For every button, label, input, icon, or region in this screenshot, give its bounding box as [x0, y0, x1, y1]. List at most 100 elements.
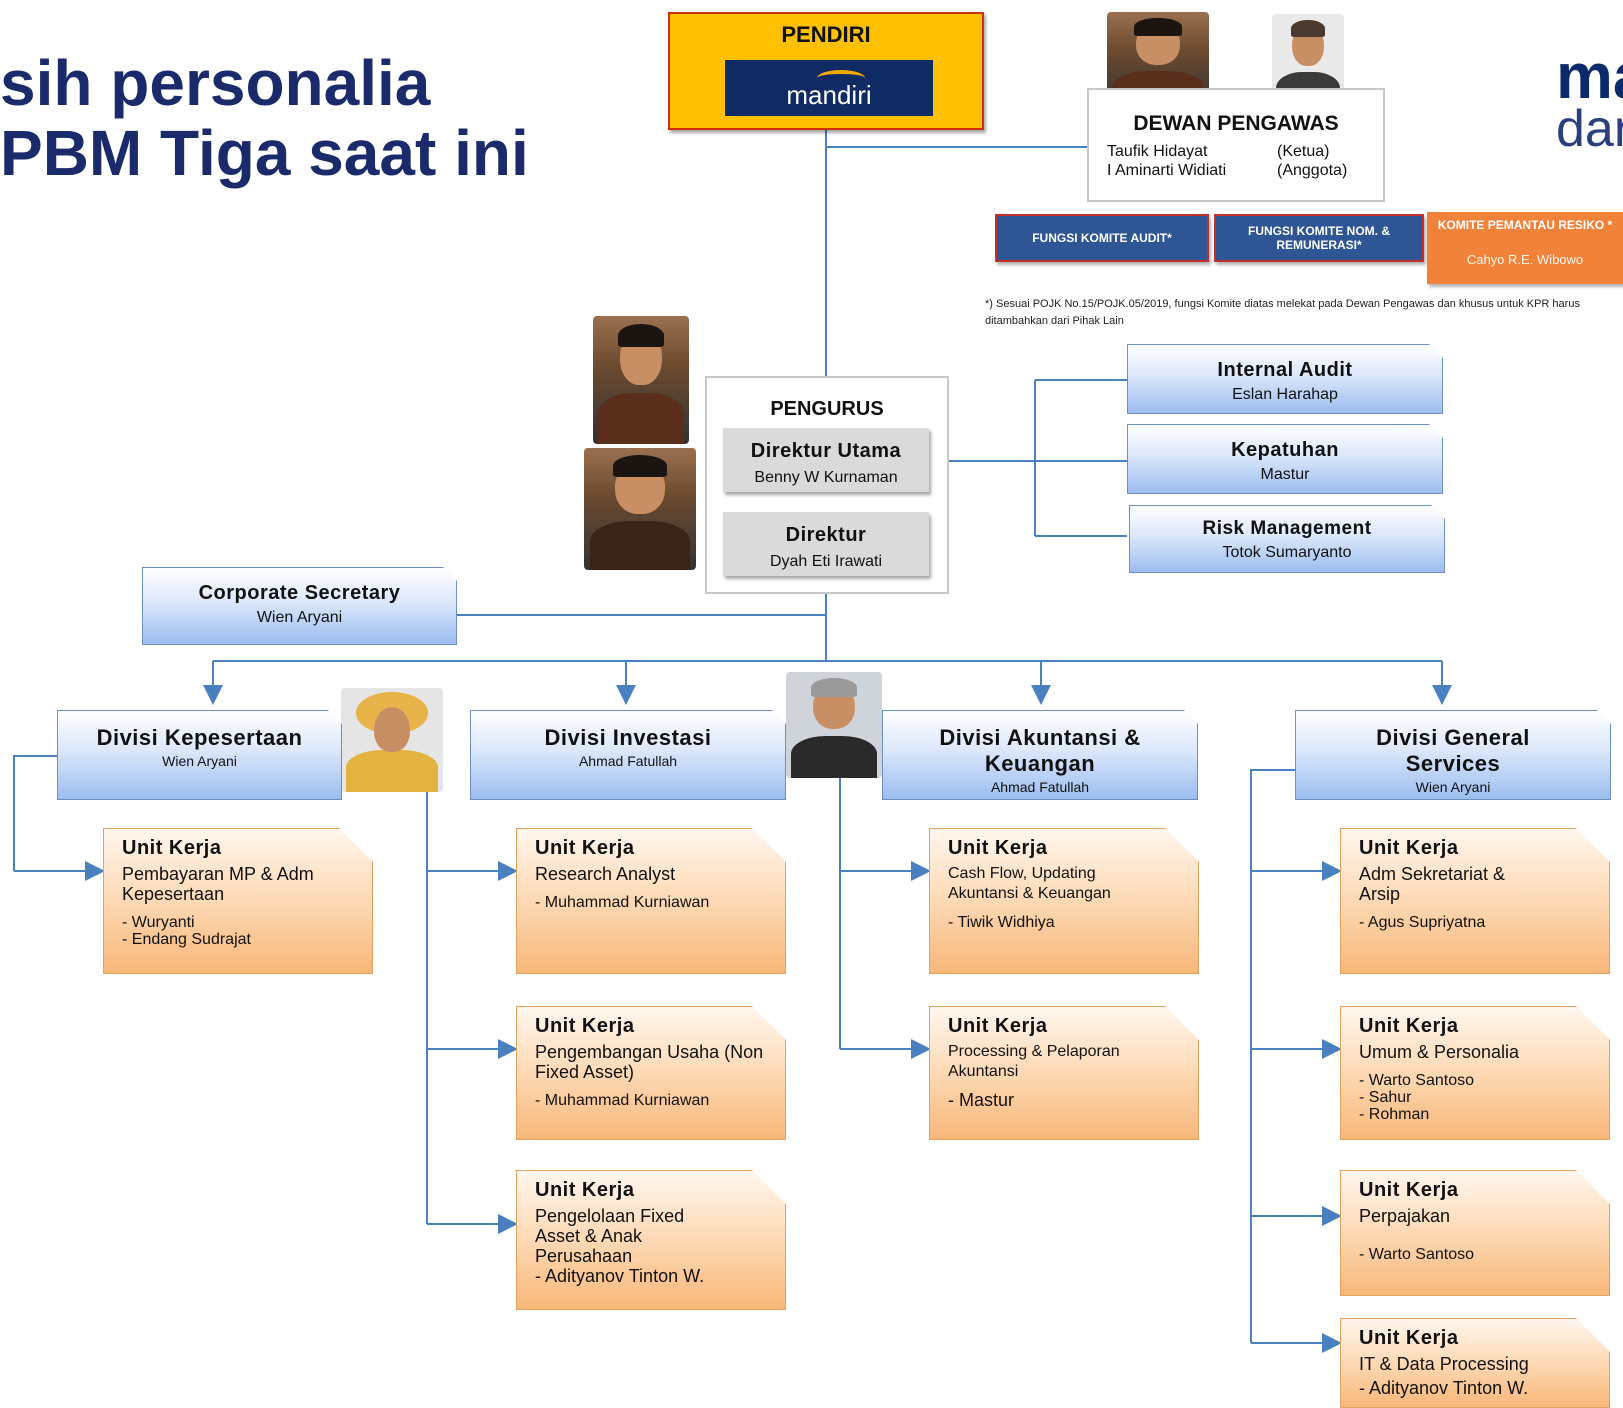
line-kepesertaan-branch: [13, 755, 57, 871]
dewan-member-role: (Anggota): [1277, 162, 1348, 179]
unit-kerja-box: Unit Kerja Research Analyst - Muhammad K…: [516, 828, 786, 974]
page-title-line1: sih personalia: [0, 47, 431, 119]
unit-description: Adm Sekretariat & Arsip: [1359, 864, 1506, 904]
logo-wave-icon: [817, 70, 865, 86]
unit-description: Research Analyst: [535, 864, 676, 884]
staff-title: Internal Audit: [1217, 359, 1353, 381]
unit-label: Unit Kerja: [535, 1179, 635, 1201]
footnote: *) Sesuai POJK No.15/POJK.05/2019, fungs…: [985, 298, 1580, 327]
dewan-pengawas-title: DEWAN PENGAWAS: [1133, 112, 1339, 135]
unit-kerja-box: Unit Kerja Pembayaran MP & Adm Kepeserta…: [103, 828, 373, 974]
unit-person: - Rohman: [1359, 1106, 1430, 1123]
unit-description: Umum & Personalia: [1359, 1042, 1520, 1062]
dewan-member-name: I Aminarti Widiati: [1107, 162, 1227, 179]
unit-description: Perpajakan: [1359, 1206, 1451, 1226]
photo-head-kepesertaan: [341, 688, 443, 792]
page-title-line2: PBM Tiga saat ini: [0, 117, 529, 189]
corner-logo-line1: ma: [1556, 40, 1623, 112]
photo-head-investasi: [786, 672, 882, 778]
unit-person: - Warto Santoso: [1359, 1072, 1475, 1089]
staff-box-internal-audit: Internal Audit Eslan Harahap: [1127, 344, 1443, 414]
unit-label: Unit Kerja: [535, 837, 635, 859]
division-head: Ahmad Fatullah: [578, 753, 678, 769]
division-kepesertaan-box: Divisi Kepesertaan Wien Aryani: [57, 710, 342, 800]
komite-nominasi-box: FUNGSI KOMITE NOM. & REMUNERASI*: [1214, 214, 1424, 262]
unit-label: Unit Kerja: [1359, 837, 1459, 859]
unit-description: Pengembangan Usaha (Non Fixed Asset): [535, 1042, 764, 1082]
line-general-branch: [1250, 769, 1295, 1343]
staff-name: Totok Sumaryanto: [1222, 544, 1352, 561]
unit-description: Cash Flow, Updating Akuntansi & Keuangan: [948, 865, 1111, 902]
komite-pemantau-person: Cahyo R.E. Wibowo: [1466, 252, 1584, 267]
division-head: Wien Aryani: [162, 753, 237, 769]
direktur-role: Direktur Utama: [750, 440, 902, 462]
unit-kerja-box: Unit Kerja Pengembangan Usaha (Non Fixed…: [516, 1006, 786, 1140]
unit-label: Unit Kerja: [122, 837, 222, 859]
direktur-name: Dyah Eti Irawati: [769, 553, 883, 570]
direktur-name: Benny W Kurnaman: [754, 469, 898, 486]
division-head: Ahmad Fatullah: [990, 779, 1090, 795]
unit-person: - Endang Sudrajat: [122, 931, 251, 948]
unit-person: - Wuryanti: [122, 914, 195, 931]
division-title: Divisi Kepesertaan: [96, 725, 303, 750]
unit-label: Unit Kerja: [1359, 1015, 1459, 1037]
corporate-secretary-name: Wien Aryani: [256, 609, 343, 626]
unit-person: - Sahur: [1359, 1089, 1412, 1106]
unit-description: Processing & Pelaporan Akuntansi: [948, 1043, 1120, 1080]
direktur-box: Direktur Dyah Eti Irawati: [723, 512, 929, 576]
corner-logo-line2: dar: [1556, 99, 1623, 158]
staff-title: Kepatuhan: [1231, 439, 1339, 461]
unit-description: Pengelolaan Fixed Asset & Anak Perusahaa…: [535, 1206, 685, 1266]
komite-pemantau-box: KOMITE PEMANTAU RESIKO * Cahyo R.E. Wibo…: [1427, 212, 1623, 284]
mandiri-logo: mandiri: [725, 60, 933, 116]
unit-kerja-box: Unit Kerja Adm Sekretariat & Arsip - Agu…: [1340, 828, 1610, 974]
pengurus-box: PENGURUS Direktur Utama Benny W Kurnaman…: [705, 376, 949, 594]
komite-audit-box: FUNGSI KOMITE AUDIT*: [995, 214, 1209, 262]
komite-nominasi-label: FUNGSI KOMITE NOM. & REMUNERASI*: [1248, 224, 1390, 252]
unit-person: - Warto Santoso: [1359, 1246, 1475, 1263]
unit-person: - Muhammad Kurniawan: [535, 894, 710, 911]
komite-pemantau-label: KOMITE PEMANTAU RESIKO *: [1437, 218, 1613, 232]
unit-label: Unit Kerja: [535, 1015, 635, 1037]
unit-person: - Adityanov Tinton W.: [1359, 1378, 1529, 1398]
direktur-utama-box: Direktur Utama Benny W Kurnaman: [723, 428, 929, 492]
division-title: Divisi General Services: [1376, 725, 1530, 776]
staff-box-risk-management: Risk Management Totok Sumaryanto: [1129, 505, 1445, 573]
staff-box-kepatuhan: Kepatuhan Mastur: [1127, 424, 1443, 494]
corporate-secretary-box: Corporate Secretary Wien Aryani: [142, 567, 457, 645]
direktur-role: Direktur: [785, 524, 867, 546]
pengurus-title: PENGURUS: [770, 398, 884, 420]
division-general-box: Divisi General Services Wien Aryani: [1295, 710, 1611, 800]
unit-person: - Muhammad Kurniawan: [535, 1092, 710, 1109]
unit-label: Unit Kerja: [948, 1015, 1048, 1037]
photo-direktur: [584, 448, 696, 570]
dewan-member-role: (Ketua): [1277, 143, 1330, 160]
staff-name: Eslan Harahap: [1232, 386, 1338, 403]
unit-person: - Tiwik Widhiya: [948, 914, 1055, 931]
founder-label: PENDIRI: [781, 22, 871, 47]
unit-kerja-box: Unit Kerja Cash Flow, Updating Akuntansi…: [929, 828, 1199, 974]
staff-name: Mastur: [1260, 466, 1310, 483]
unit-kerja-box: Unit Kerja Umum & Personalia - Warto San…: [1340, 1006, 1610, 1140]
page-title: sih personalia PBM Tiga saat ini: [0, 48, 560, 188]
founder-box: PENDIRI mandiri: [668, 12, 984, 130]
division-akuntansi-box: Divisi Akuntansi & Keuangan Ahmad Fatull…: [882, 710, 1198, 800]
komite-audit-label: FUNGSI KOMITE AUDIT*: [1032, 231, 1172, 245]
unit-person: - Mastur: [948, 1090, 1015, 1110]
dewan-member-name: Taufik Hidayat: [1107, 143, 1208, 160]
division-investasi-box: Divisi Investasi Ahmad Fatullah: [470, 710, 786, 800]
unit-label: Unit Kerja: [1359, 1179, 1459, 1201]
division-head: Wien Aryani: [1415, 779, 1491, 795]
photo-direktur-utama: [593, 316, 689, 444]
unit-kerja-box: Unit Kerja Pengelolaan Fixed Asset & Ana…: [516, 1170, 786, 1310]
unit-person: - Adityanov Tinton W.: [535, 1266, 705, 1286]
staff-title: Risk Management: [1202, 518, 1372, 539]
unit-label: Unit Kerja: [948, 837, 1048, 859]
corporate-secretary-title: Corporate Secretary: [198, 582, 401, 604]
dewan-pengawas-box: DEWAN PENGAWAS Taufik Hidayat (Ketua) I …: [1087, 88, 1385, 202]
unit-description: IT & Data Processing: [1359, 1354, 1529, 1374]
division-title: Divisi Investasi: [544, 725, 712, 750]
unit-description: Pembayaran MP & Adm Kepesertaan: [122, 864, 314, 904]
unit-person: - Agus Supriyatna: [1359, 914, 1486, 931]
